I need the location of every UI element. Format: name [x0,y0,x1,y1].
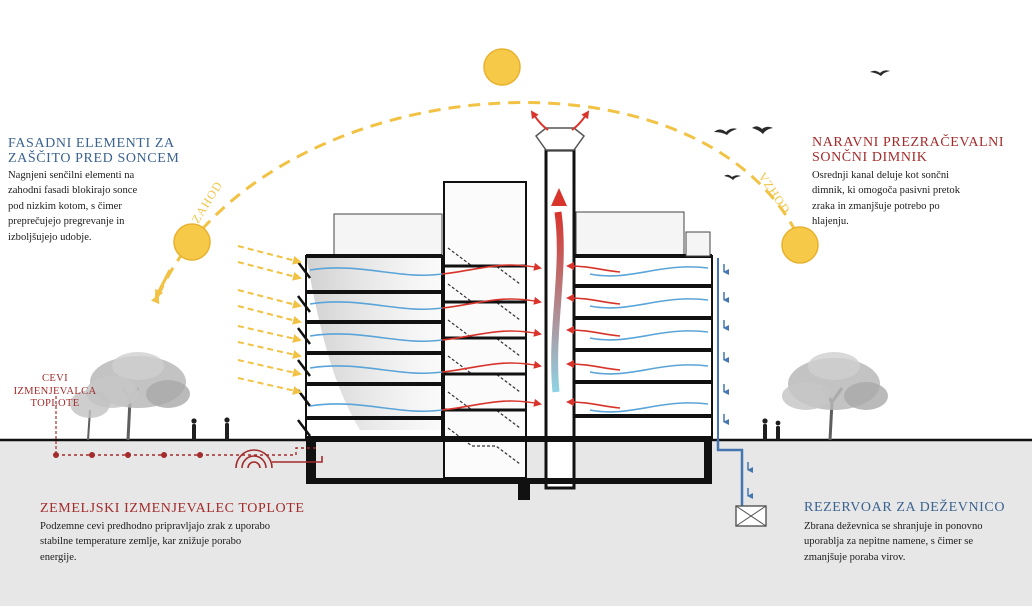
people-icon [191,417,781,440]
sun-icon-noon [483,48,521,86]
sun-rays-arrows [237,245,302,395]
facade-shading-description: Nagnjeni senčilni elementi na zahodni fa… [8,170,138,243]
ground-heat-exchanger-pipe [53,396,323,469]
rainwater-downpipe [716,258,753,506]
rainwater-tank-icon [735,505,767,527]
sun-path-arc [151,101,802,305]
airflow-arrows-left [309,262,542,413]
building-section [297,127,713,500]
rainwater-reservoir-description: Zbrana deževnica se shranjuje in ponovno… [804,521,983,563]
birds-icon [714,70,890,180]
solar-chimney-title: NARAVNI PREZRAČEVALNI SONČNI DIMNIK [812,135,1005,165]
ground-heat-exchanger-description: Podzemne cevi predhodno pripravljajo zra… [40,521,271,563]
rainwater-reservoir-title: REZERVOAR ZA DEŽEVNICO [804,500,1006,515]
heat-exchanger-pipes-label: CEVI IZMENJEVALCA TOPLOTE [13,373,97,410]
sun-icon-east [781,226,819,264]
sun-path-east-label: VZHOD [756,170,794,217]
solar-chimney-description: Osrednji kanal deluje kot sončni dimnik,… [812,170,960,228]
sun-path-arrow-west [154,269,172,299]
facade-shading-title: FASADNI ELEMENTI ZA ZAŠČITO PRED SONCEM [8,136,180,166]
tree-icon-left [70,352,190,441]
sun-icon-west [173,223,211,261]
airflow-arrows-right [566,262,709,413]
chimney-exhaust-arrows [530,110,590,131]
ground-heat-exchanger-title: ZEMELJSKI IZMENJEVALEC TOPLOTE [40,501,305,516]
sun-path-west-label: ZAHOD [189,178,226,225]
tree-icon-right [782,352,888,441]
chimney-updraft-arrow [551,211,564,393]
